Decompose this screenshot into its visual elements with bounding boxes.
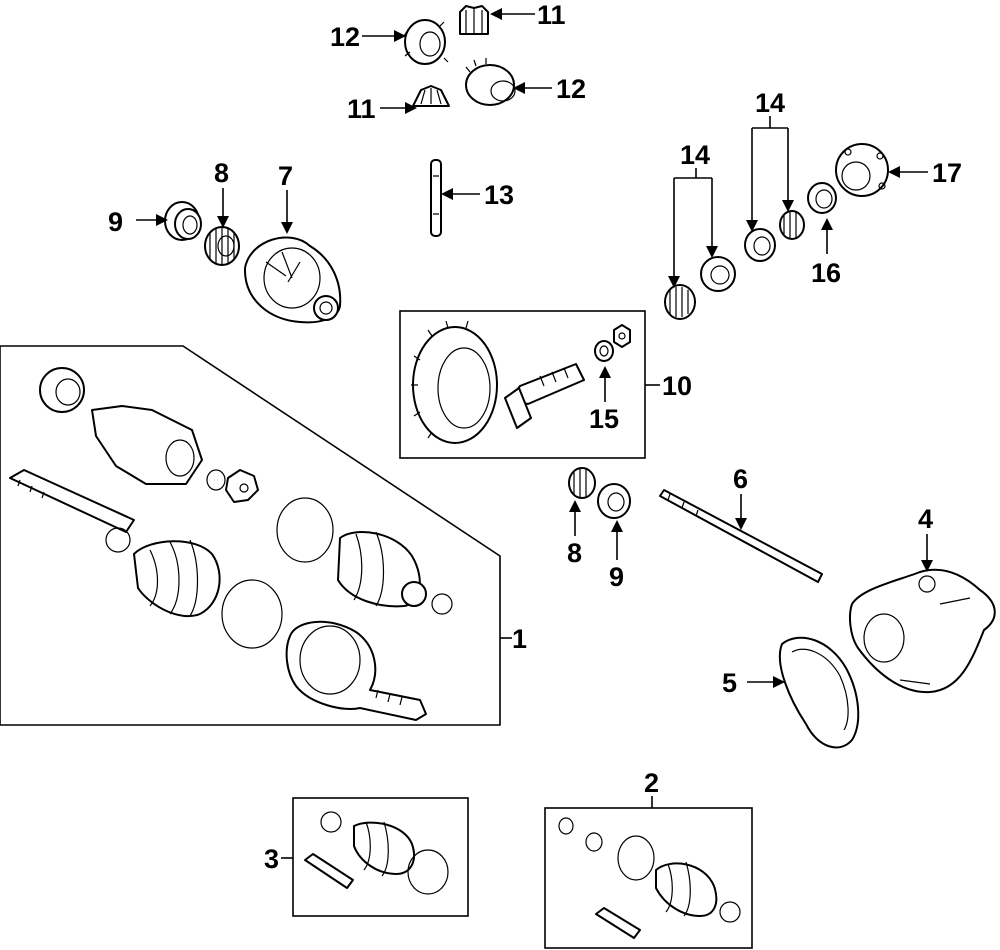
callout-6: 6: [733, 464, 748, 494]
boot-kit-3-clamp-small: [320, 811, 342, 833]
callout-14-right: 14: [755, 88, 785, 118]
carrier-housing: [849, 568, 996, 694]
boot-clamp-small-outer: [431, 593, 453, 615]
callout-11-upper: 11: [537, 0, 566, 30]
boot-kit-3-boot: [353, 821, 415, 877]
pinion-gear-upper: [459, 5, 489, 35]
pinion-nut: [613, 324, 631, 348]
inner-cv-housing: [91, 405, 203, 485]
differential-case: [243, 236, 342, 324]
callout-3: 3: [264, 844, 279, 874]
side-gear-lower: [465, 58, 516, 106]
bearing-upper: [204, 226, 240, 266]
pinion-bearing-small: [664, 284, 696, 320]
axle-seal: [39, 367, 85, 413]
boot-kit-2-snap-ring-a: [558, 817, 574, 835]
outer-boot-kit-box: [544, 807, 753, 949]
pinion-race-small: [700, 256, 736, 292]
ring-gear: [411, 320, 498, 444]
companion-flange: [835, 143, 889, 197]
callout-12-upper: 12: [330, 22, 360, 52]
bearing-race-lower: [597, 483, 631, 519]
callout-11-lower: 11: [347, 94, 376, 124]
callout-15: 15: [589, 404, 619, 434]
callout-4: 4: [918, 504, 933, 534]
callout-5: 5: [722, 668, 737, 698]
pinion-gear-lower: [412, 85, 450, 107]
bearing-race-upper: [164, 201, 202, 241]
tripod-joint: [225, 469, 259, 503]
intermediate-shaft: [659, 489, 823, 583]
pinion-washer: [594, 340, 614, 362]
leader-lines: [136, 8, 933, 859]
callout-12-lower: 12: [556, 74, 586, 104]
pinion-shaft: [430, 159, 442, 237]
side-gear-upper: [403, 19, 449, 65]
callout-17: 17: [932, 158, 962, 188]
callout-10: 10: [662, 371, 692, 401]
callout-9-lower: 9: [609, 562, 624, 592]
boot-kit-2-boot: [655, 861, 718, 917]
snap-ring: [206, 469, 226, 491]
pinion-bearing-large: [779, 210, 805, 240]
drive-pinion: [504, 363, 585, 429]
inner-boot: [133, 539, 221, 618]
callout-8-lower: 8: [567, 538, 582, 568]
callout-13: 13: [484, 180, 514, 210]
outer-boot: [337, 531, 427, 608]
pinion-race-large: [744, 228, 776, 262]
boot-kit-2-snap-ring-b: [585, 832, 603, 852]
boot-clamp-small-inner: [105, 527, 131, 553]
pinion-seal: [807, 182, 837, 214]
callout-numbers: 12 11 12 11 13 9 8 7 14 14 16 17 10 15 8…: [108, 0, 962, 874]
boot-kit-2-clamp-small: [719, 901, 741, 923]
inner-boot-kit-box: [292, 797, 469, 917]
outer-cv-joint: [285, 620, 427, 721]
callout-2: 2: [644, 768, 659, 798]
axle-assembly-group-box: [0, 345, 501, 726]
bearing-lower: [568, 467, 596, 499]
boot-kit-2-clamp-large: [617, 835, 655, 881]
axle-shaft: [9, 469, 135, 533]
boot-clamp-large-inner: [276, 497, 334, 563]
boot-kit-2-grease: [595, 907, 641, 939]
callout-8-upper: 8: [214, 158, 229, 188]
callout-16: 16: [811, 258, 841, 288]
callout-14-left: 14: [680, 140, 710, 170]
boot-kit-3-clamp-large: [407, 849, 449, 895]
boot-kit-3-grease: [304, 853, 354, 889]
callout-7: 7: [278, 161, 293, 191]
callout-1: 1: [512, 624, 527, 654]
housing-cover: [778, 636, 860, 749]
callout-9-upper: 9: [108, 207, 123, 237]
boot-clamp-large-outer: [221, 579, 283, 649]
